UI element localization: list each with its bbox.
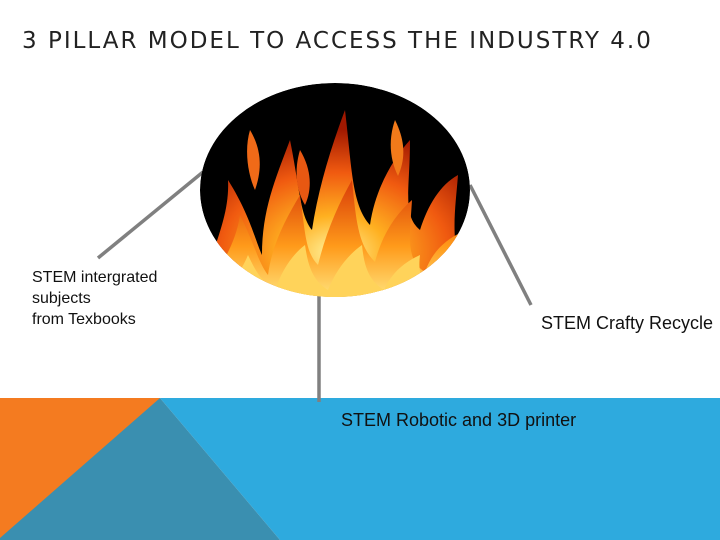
slide-title: 3 PILLAR MODEL TO ACCESS THE INDUSTRY 4.… <box>22 28 653 54</box>
pillar-label-bottom: STEM Robotic and 3D printer <box>341 410 577 430</box>
pillar-label-left: STEM intergrated subjects from Texbooks <box>32 267 157 330</box>
connector-left <box>96 170 205 260</box>
fire-image <box>200 83 470 297</box>
pillar-left-line2: subjects <box>32 290 91 307</box>
pillar-label-right: STEM Crafty Recycle <box>541 313 714 333</box>
light-blue-block <box>160 398 720 540</box>
connector-right <box>468 184 533 306</box>
pillar-left-line3: from Texbooks <box>32 311 136 328</box>
pillar-left-line1: STEM intergrated <box>32 269 158 286</box>
orange-block <box>0 398 160 538</box>
